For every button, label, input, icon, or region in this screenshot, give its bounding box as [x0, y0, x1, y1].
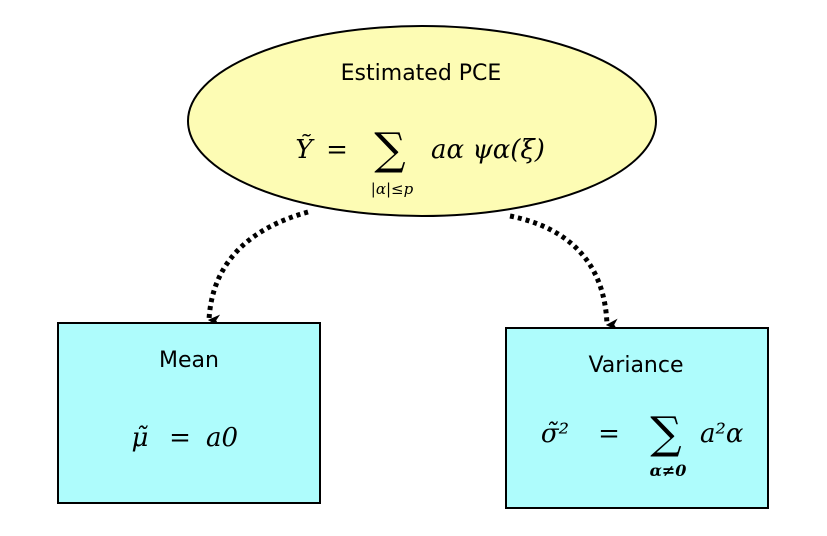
mean-formula-equals: =	[169, 423, 191, 453]
connector-to-mean	[206, 209, 309, 327]
variance-formula-term: a²α	[700, 419, 744, 449]
pce-formula-equals: =	[326, 135, 348, 165]
mean-box	[57, 322, 321, 504]
variance-formula: σ̃² = ∑ α≠0 a²α	[541, 408, 744, 480]
pce-formula-sum-symbol: ∑	[374, 124, 405, 175]
mean-formula-rhs: a0	[206, 423, 238, 453]
pce-formula-term: aα ψα(ξ)	[431, 135, 545, 165]
variance-formula-equals: =	[598, 419, 620, 449]
variance-title: Variance	[588, 353, 683, 378]
variance-formula-sum-symbol: ∑	[650, 408, 681, 459]
pce-formula-lhs: Ỹ	[295, 133, 315, 165]
mean-title: Mean	[159, 348, 219, 373]
mean-node: Mean μ̃ = a0	[57, 322, 321, 504]
estimated-pce-title: Estimated PCE	[341, 61, 502, 86]
mean-formula: μ̃ = a0	[132, 423, 239, 453]
estimated-pce-ellipse	[187, 25, 657, 217]
pce-formula-sum-subscript: |α|≤p	[371, 180, 414, 198]
estimated-pce-node: Estimated PCE Ỹ = ∑ |α|≤p aα ψα(ξ)	[187, 25, 657, 217]
mean-formula-lhs: μ̃	[132, 423, 149, 453]
variance-formula-sum-subscript: α≠0	[650, 461, 687, 480]
connector-to-variance	[509, 213, 618, 331]
estimated-pce-formula: Ỹ = ∑ |α|≤p aα ψα(ξ)	[295, 124, 544, 198]
variance-formula-lhs: σ̃²	[541, 419, 569, 449]
variance-node: Variance σ̃² = ∑ α≠0 a²α	[505, 327, 769, 509]
variance-box	[505, 327, 769, 509]
